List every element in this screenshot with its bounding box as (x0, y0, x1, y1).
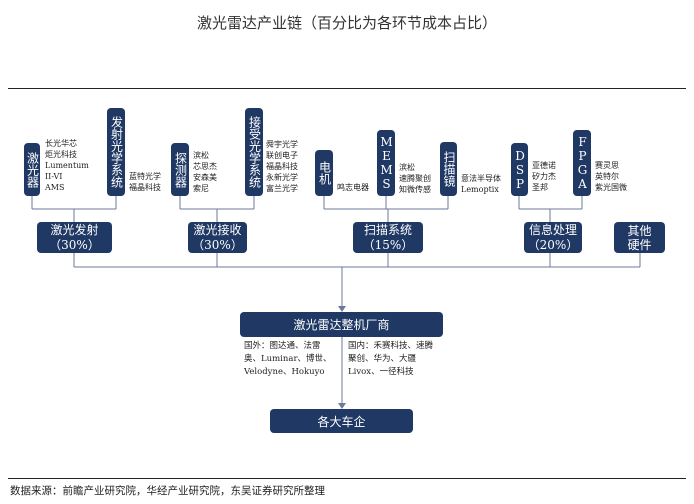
component-tx-optics: 发射光学系统 (107, 108, 125, 196)
suppliers-mems: 滨松 速腾聚创 知微传感 (399, 163, 431, 194)
component-mems: MEMS (377, 130, 395, 196)
suppliers-tx-optics: 蓝特光学 福晶科技 (129, 172, 161, 192)
component-scanner: 扫描镜 (440, 142, 457, 196)
end-user-label: 各大车企 (317, 414, 366, 429)
component-label: 接受光学系统 (247, 116, 262, 188)
component-rx-optics: 接受光学系统 (245, 108, 263, 196)
stage-name: 激光发射 (50, 222, 99, 237)
component-fpga: FPGA (573, 130, 591, 196)
component-label: 发射光学系统 (109, 116, 124, 188)
suppliers-laser: 长光华芯 炬光科技 Lumentum II-VI AMS (45, 139, 89, 192)
stage-name: 信息处理 (528, 222, 577, 237)
component-label: 扫描镜 (442, 151, 456, 187)
component-detector: 探测器 (171, 143, 189, 196)
data-source: 数据来源：前瞻产业研究院，华经产业研究院，东吴证券研究所整理 (10, 485, 325, 497)
integrator-box: 激光雷达整机厂商 (240, 312, 443, 337)
component-label: 激光器 (25, 151, 40, 188)
stage-other-hardware: 其他硬件 (614, 222, 665, 253)
stage-laser-reception: 激光接收 （30%） (188, 222, 247, 253)
suppliers-dsp: 亚德诺 矽力杰 圣邦 (532, 161, 556, 192)
page-title: 激光雷达产业链（百分比为各环节成本占比） (196, 14, 497, 32)
integrator-label: 激光雷达整机厂商 (293, 318, 390, 332)
integrator-domestic: 国内：禾赛科技、速腾聚创、华为、大疆Livox、一径科技 (348, 341, 434, 377)
component-motor: 电机 (315, 150, 333, 196)
component-label: 探测器 (173, 151, 188, 188)
stage-pct: （30%） (192, 237, 243, 252)
stage-name: 激光接收 (193, 222, 242, 237)
end-user-box: 各大车企 (270, 409, 413, 433)
stage-name: 扫描系统 (363, 222, 412, 237)
integrator-foreign: 国外：图达通、法雷奥、Luminar、博世、Velodyne、Hokuyo (244, 341, 332, 377)
suppliers-scanner: 意法半导体 Lemoptix (461, 174, 501, 194)
suppliers-motor: 鸣志电器 (337, 183, 369, 192)
component-laser: 激光器 (24, 143, 40, 196)
stage-pct: （15%） (362, 237, 414, 252)
suppliers-fpga: 赛灵思 英特尔 紫光国微 (595, 161, 627, 192)
component-dsp: DSP (511, 143, 528, 196)
component-label: FPGA (575, 135, 590, 191)
component-label: MEMS (379, 135, 394, 191)
stage-name: 其他硬件 (627, 223, 652, 252)
stage-laser-emission: 激光发射 （30%） (37, 222, 112, 253)
component-label: 电机 (317, 161, 332, 185)
component-label: DSP (513, 148, 527, 191)
suppliers-detector: 滨松 芯思杰 安森美 索尼 (193, 151, 217, 193)
stage-scanning-system: 扫描系统 （15%） (353, 222, 423, 253)
stage-info-processing: 信息处理 （20%） (524, 222, 582, 253)
stage-pct: （20%） (527, 237, 579, 252)
top-rule (8, 88, 686, 89)
suppliers-rx-optics: 舜宇光学 联创电子 福晶科技 永新光学 富兰光学 (266, 140, 298, 193)
bottom-rule (8, 478, 686, 479)
stage-pct: （30%） (49, 237, 100, 252)
